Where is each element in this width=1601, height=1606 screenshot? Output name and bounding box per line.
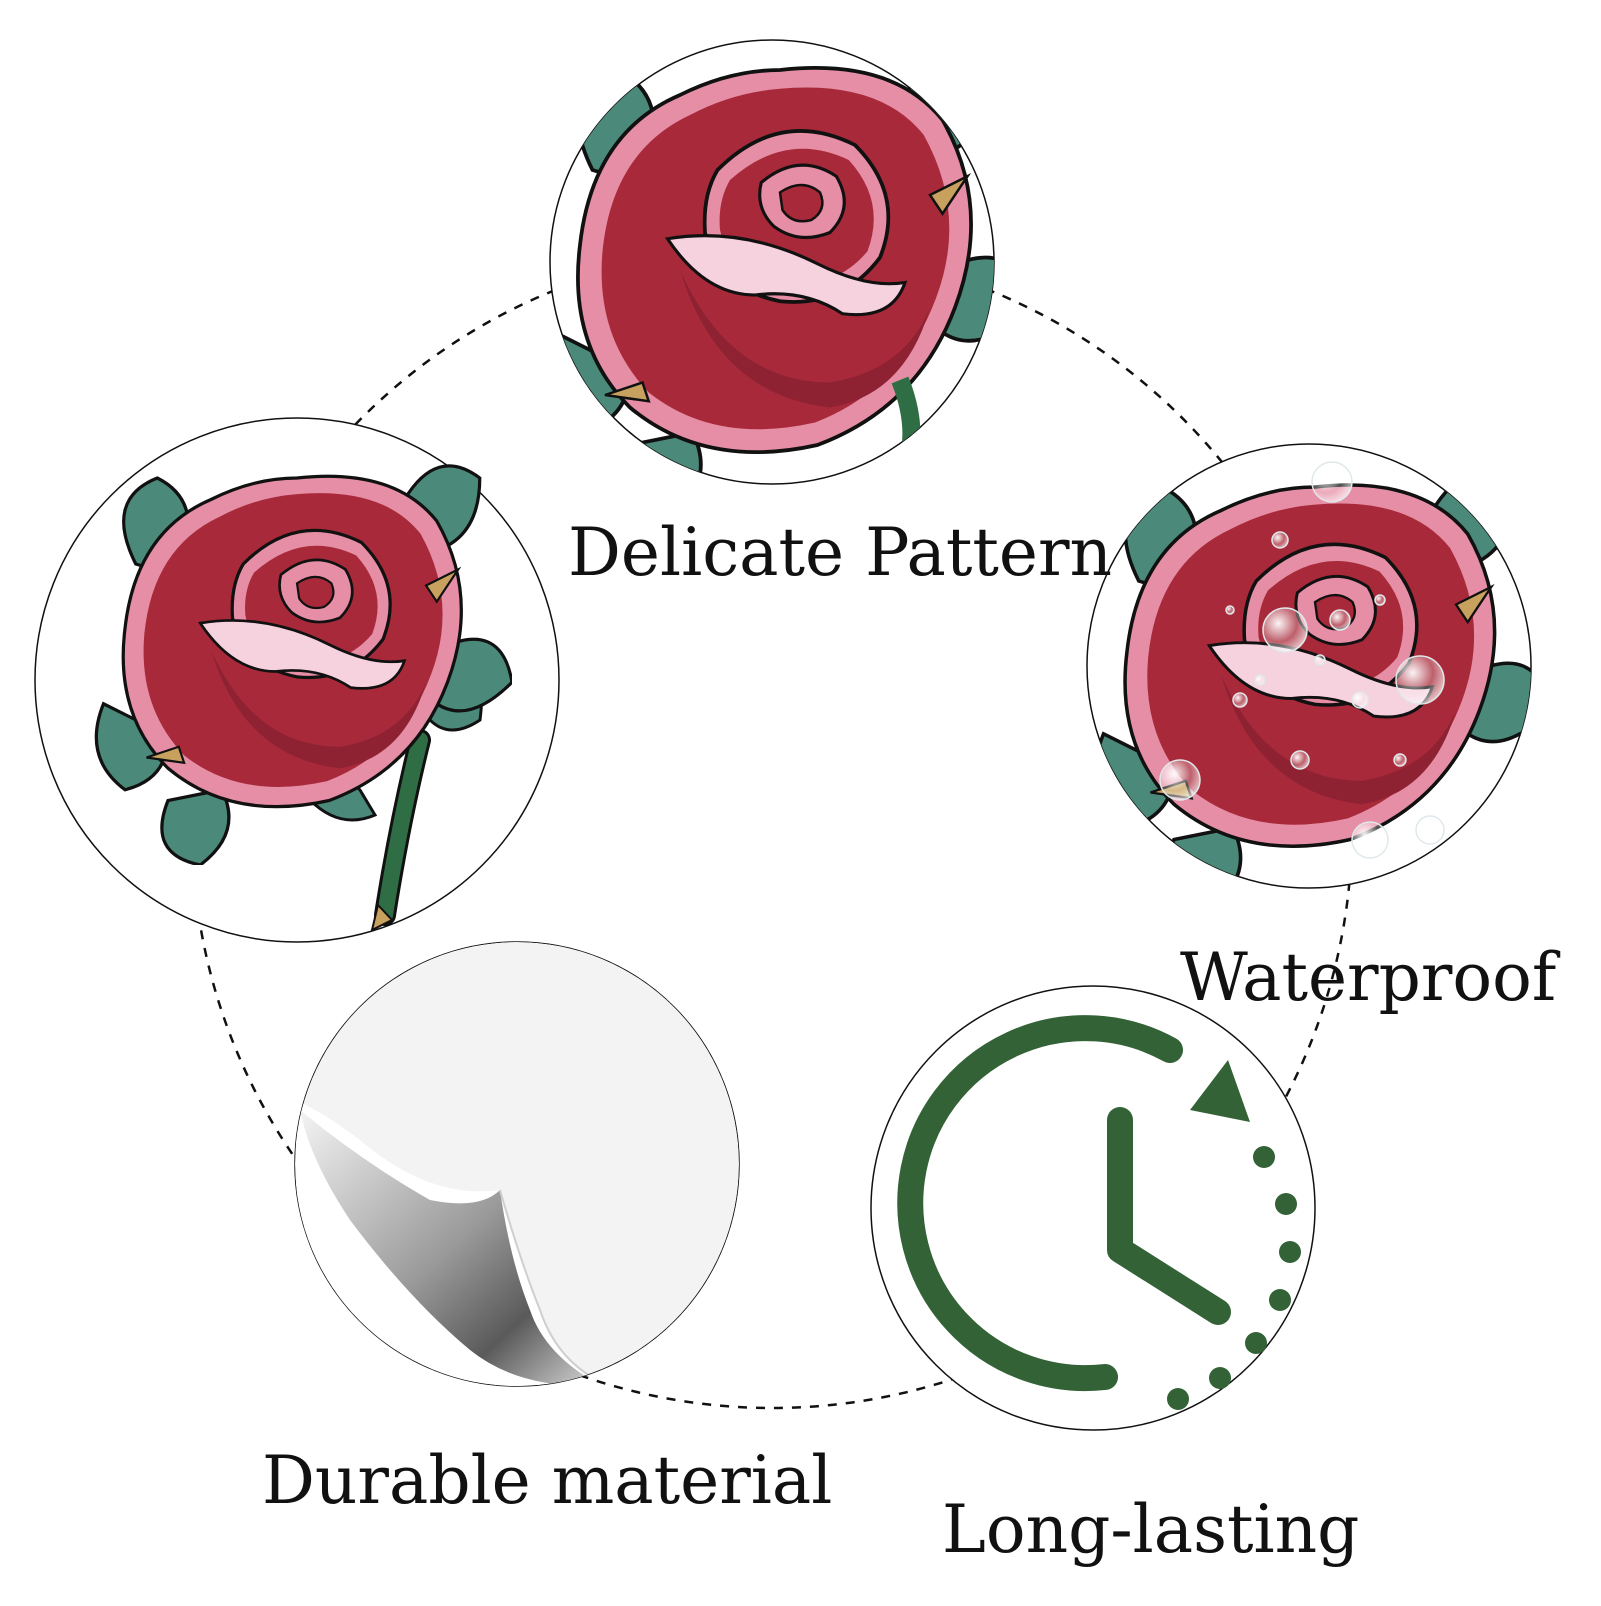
rose-icon — [550, 54, 994, 484]
peeling-sticker-icon — [295, 942, 739, 1386]
long-lasting-circle — [870, 985, 1316, 1431]
long-lasting-label: Long-lasting — [942, 1491, 1360, 1568]
clock-dots — [1167, 1146, 1301, 1410]
waterproof-label: Waterproof — [1180, 939, 1557, 1016]
durable-material-label: Durable material — [262, 1442, 833, 1519]
rose-water-drops-icon — [1093, 461, 1531, 888]
clock-arrow-icon — [897, 1015, 1231, 1392]
rose-sticker-icon — [94, 464, 512, 932]
clock-arrow-head — [1190, 1060, 1250, 1122]
delicate-pattern-label: Delicate Pattern — [568, 514, 1113, 591]
